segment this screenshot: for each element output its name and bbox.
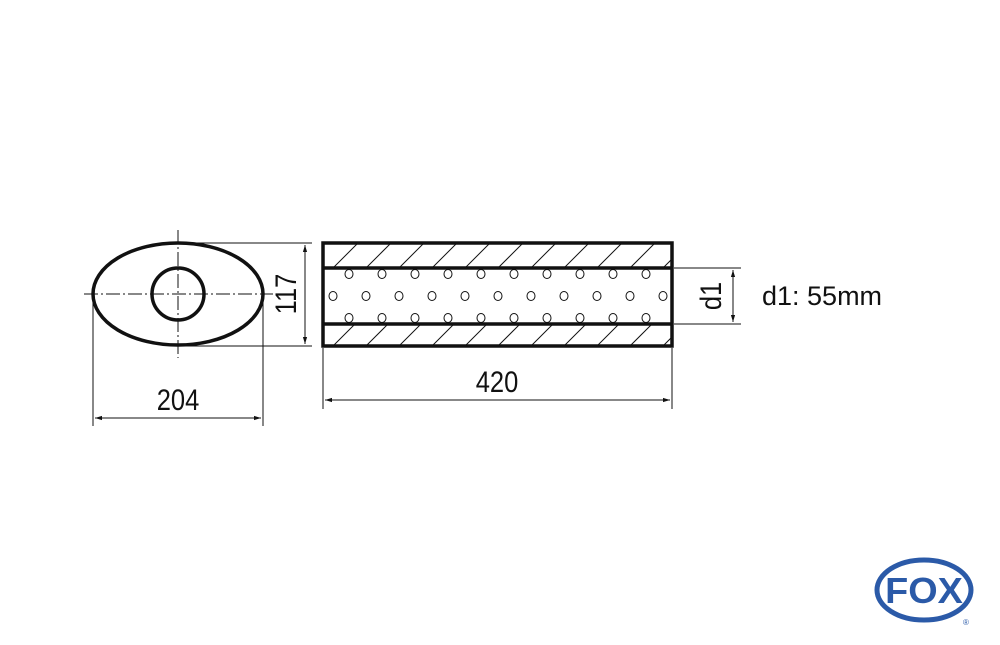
perforation-hole bbox=[427, 291, 437, 301]
perforation-hole bbox=[476, 269, 486, 279]
perforation-hole bbox=[658, 291, 668, 301]
perforation-hole bbox=[377, 269, 387, 279]
perforation-hole bbox=[493, 291, 503, 301]
fox-logo-text: FOX bbox=[885, 571, 963, 611]
perforation-hole bbox=[344, 313, 354, 323]
perforation-hole bbox=[608, 269, 618, 279]
height-label: 117 bbox=[269, 274, 302, 315]
muffler-body-outline bbox=[321, 241, 674, 348]
hatch-line bbox=[629, 324, 653, 346]
inner-pipe-circle bbox=[150, 266, 206, 322]
diameter-symbol: d1 bbox=[694, 282, 727, 310]
length-dimension: 420 bbox=[322, 348, 673, 409]
hatch-line bbox=[431, 243, 458, 268]
hatch-line bbox=[464, 243, 491, 268]
perforation-hole bbox=[625, 291, 635, 301]
perforation-hole bbox=[377, 313, 387, 323]
fox-logo: FOX ® bbox=[874, 557, 974, 627]
perforation-hole bbox=[443, 269, 453, 279]
height-dimension: 117 bbox=[178, 242, 312, 347]
insulation-hatch-bottom bbox=[300, 324, 718, 346]
perforation-hole bbox=[443, 313, 453, 323]
hatch-line bbox=[530, 324, 554, 346]
hatch-line bbox=[530, 243, 557, 268]
hatch-line bbox=[300, 324, 322, 346]
hatch-line bbox=[563, 324, 587, 346]
hatch-line bbox=[365, 324, 389, 346]
perforation-hole bbox=[394, 291, 404, 301]
perforation-hole bbox=[410, 313, 420, 323]
hatch-line bbox=[332, 324, 356, 346]
registered-mark: ® bbox=[963, 618, 969, 627]
perforation-hole bbox=[344, 269, 354, 279]
hatch-line bbox=[431, 324, 455, 346]
width-label: 204 bbox=[157, 383, 200, 416]
perforation-hole bbox=[526, 291, 536, 301]
hatch-line bbox=[398, 324, 422, 346]
hatch-line bbox=[464, 324, 488, 346]
hatch-line bbox=[332, 243, 359, 268]
perforation-hole bbox=[328, 291, 338, 301]
hatch-line bbox=[662, 336, 672, 346]
perforation-hole bbox=[641, 313, 651, 323]
width-dimension: 204 bbox=[92, 296, 264, 426]
perforation-hole bbox=[542, 269, 552, 279]
perforation-hole bbox=[509, 313, 519, 323]
hatch-line bbox=[629, 243, 656, 268]
hatch-line bbox=[662, 258, 672, 268]
diameter-note: d1: 55mm bbox=[762, 281, 882, 311]
hatch-line bbox=[696, 243, 721, 268]
perforation-hole bbox=[410, 269, 420, 279]
perforation-hole bbox=[641, 269, 651, 279]
length-label: 420 bbox=[476, 365, 519, 398]
perforation-hole bbox=[575, 269, 585, 279]
perforation-hole bbox=[476, 313, 486, 323]
perforation-hole bbox=[361, 291, 371, 301]
perforation-hole bbox=[592, 291, 602, 301]
hatch-line bbox=[596, 324, 620, 346]
perforation-hole bbox=[608, 313, 618, 323]
front-view bbox=[84, 230, 273, 358]
perforation-hole bbox=[559, 291, 569, 301]
hatch-line bbox=[497, 243, 524, 268]
diameter-dimension: d1 d1: 55mm bbox=[674, 267, 882, 325]
hatch-line bbox=[365, 243, 392, 268]
perforation-hole bbox=[509, 269, 519, 279]
hatch-line bbox=[563, 243, 590, 268]
perforation-hole bbox=[542, 313, 552, 323]
insulation-hatch-top bbox=[323, 243, 721, 268]
hatch-line bbox=[596, 243, 623, 268]
perforation-holes bbox=[328, 269, 668, 323]
hatch-line bbox=[398, 243, 425, 268]
hatch-line bbox=[497, 324, 521, 346]
side-view bbox=[300, 241, 721, 348]
perforation-hole bbox=[460, 291, 470, 301]
hatch-line bbox=[696, 324, 718, 346]
perforation-hole bbox=[575, 313, 585, 323]
